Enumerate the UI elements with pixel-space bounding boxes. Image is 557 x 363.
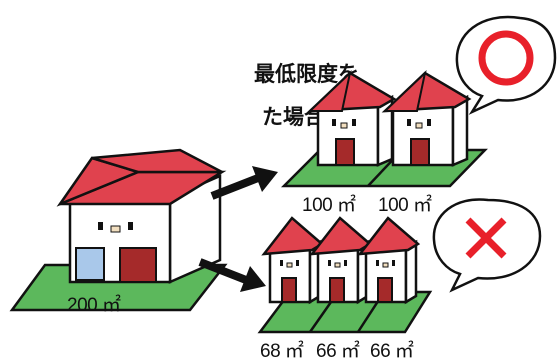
- bubble-ng: [432, 198, 542, 293]
- cross-ng-icon: [465, 217, 507, 259]
- two-lot-house-1: [308, 71, 396, 167]
- two-lot-area-2: 100 ㎡: [378, 195, 432, 216]
- original-house: [10, 148, 227, 312]
- circle-ok-icon: [478, 30, 534, 86]
- two-lot-house-2: [383, 71, 471, 167]
- three-lot-house-3: [358, 216, 420, 304]
- bubble-ok: [455, 15, 557, 115]
- three-lot-area-3: 66 ㎡: [370, 341, 414, 362]
- arrow-upper: [210, 166, 278, 200]
- original-area-label: 200 ㎡: [67, 295, 121, 316]
- arrow-lower: [198, 258, 266, 292]
- three-lot-house-2: [310, 216, 372, 304]
- three-lot-area-2: 66 ㎡: [316, 341, 360, 362]
- three-lot-area-1: 68 ㎡: [260, 341, 304, 362]
- two-lot-area-1: 100 ㎡: [302, 195, 356, 216]
- three-lot-house-1: [262, 216, 324, 304]
